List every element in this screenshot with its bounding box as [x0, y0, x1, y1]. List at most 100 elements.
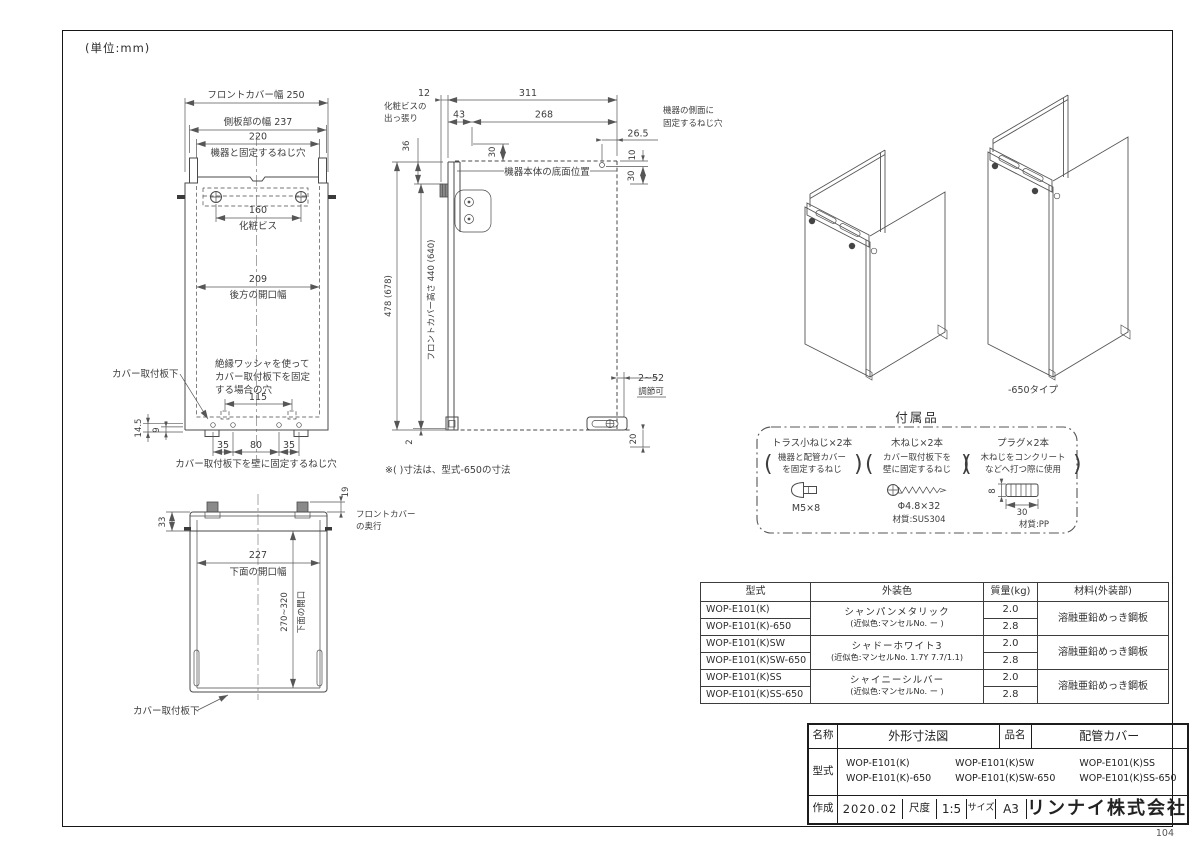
front-bottom-tabs — [204, 430, 309, 437]
label-adjustable: 調節可 — [638, 386, 664, 397]
spec-material: 溶融亜鉛めっき鋼板 — [1037, 669, 1169, 704]
dim-209: 209 — [249, 274, 267, 285]
dim-227: 227 — [249, 550, 267, 561]
scale-value: 1:5 — [937, 799, 967, 820]
paren-close: ) — [1073, 452, 1082, 477]
accessory-2-material: 材質:SUS304 — [892, 514, 945, 525]
spec-material: 溶融亜鉛めっき鋼板 — [1037, 635, 1169, 670]
side-screw-head — [439, 183, 449, 198]
model-value: WOP-E101(K)SS — [1079, 758, 1156, 770]
product-label: 品名 — [998, 723, 1032, 749]
label-decorative-screw: 化粧ビス — [239, 220, 277, 232]
wood-screw-icon — [887, 484, 947, 496]
spec-color-munsell: (近似色:マンセルNo. ー ) — [850, 618, 944, 629]
iso-screw — [991, 162, 999, 170]
spec-header-mass: 質量(kg) — [983, 582, 1038, 602]
side-left-foot — [445, 416, 459, 431]
iso-screw — [848, 242, 856, 250]
model-values: WOP-E101(K) WOP-E101(K)-650 WOP-E101(K)S… — [837, 747, 1189, 796]
label-bottom-opening: 下面の開口 — [297, 591, 307, 634]
spec-header-row: 型式 外装色 質量(kg) 材料(外装部) — [700, 582, 1169, 602]
page-number: 104 — [1155, 828, 1174, 839]
accessory-1-name: トラス小ねじ×2本 — [772, 437, 853, 449]
dim-front-cover-height: フロントカバー高さ 440 (640) — [426, 240, 437, 361]
paren-close: ) — [961, 452, 970, 477]
created-label: 作成 — [807, 794, 838, 825]
label-front-cover-depth-1: フロントカバー — [356, 510, 416, 520]
bottom-screw-tab-left — [206, 501, 219, 513]
label-appliance-bottom: 機器本体の底面位置 — [504, 166, 590, 178]
label-screw-protrusion-2: 出っ張り — [384, 113, 418, 124]
plug-icon — [1005, 483, 1039, 497]
accessories-title: 付属品 — [895, 410, 939, 425]
company-name: リンナイ株式会社 — [1027, 798, 1187, 820]
spec-color-name: シャドーホワイト3 — [851, 641, 943, 653]
accessory-2-spec: Φ4.8×32 — [898, 501, 941, 512]
model-value: WOP-E101(K)SW — [955, 758, 1035, 770]
label-650-type: -650タイプ — [1008, 385, 1059, 396]
accessory-3-desc2: などへ打つ際に使用 — [985, 464, 1061, 475]
spec-model: WOP-E101(K)SS — [700, 669, 811, 687]
side-bracket-plate — [454, 189, 492, 233]
label-wall-fixing-screw-holes: カバー取付板下を壁に固定するねじ穴 — [175, 458, 337, 470]
accessory-2-name: 木ねじ×2本 — [891, 437, 944, 449]
spec-material: 溶融亜鉛めっき鋼板 — [1037, 601, 1169, 636]
spec-mass: 2.8 — [983, 652, 1038, 670]
paren-open: ( — [865, 452, 874, 477]
spec-model: WOP-E101(K)-650 — [700, 618, 811, 636]
note-insulation-1: 絶縁ワッシャを使って — [215, 358, 310, 370]
accessory-2-desc1: カバー取付板下を — [883, 452, 951, 463]
product-value: 配管カバー — [1030, 723, 1189, 749]
dim-36: 36 — [402, 141, 412, 152]
dim-30-top: 30 — [488, 147, 498, 158]
accessory-3-dim-height: 8 — [988, 488, 998, 493]
dim-30-right: 30 — [627, 171, 637, 182]
size-value: A3 — [996, 799, 1027, 820]
bottom-screw-tab-right — [296, 501, 309, 513]
dim-35-right: 35 — [283, 440, 295, 451]
iso-screw — [1031, 187, 1039, 195]
title-block: 名称 外形寸法図 品名 配管カバー 型式 WOP-E101(K) WOP-E10… — [807, 723, 1189, 825]
title-row-name: 名称 外形寸法図 品名 配管カバー — [807, 723, 1189, 749]
spec-mass: 2.8 — [983, 618, 1038, 636]
dim-14-5: 14.5 — [134, 419, 144, 438]
table-row: WOP-E101(K)SW-650 2.8 — [700, 652, 1169, 670]
dim-front-cover-width: フロントカバー幅 250 — [207, 89, 304, 101]
size-label: サイズ — [967, 799, 996, 820]
paren-open: ( — [963, 452, 972, 477]
label-rear-opening-width: 後方の開口幅 — [229, 289, 287, 301]
dim-268: 268 — [535, 110, 553, 121]
front-right-tab — [318, 157, 327, 184]
iso-screw — [808, 217, 816, 225]
label-fixing-screw-holes: 機器と固定するねじ穴 — [210, 147, 306, 159]
dim-20: 20 — [629, 434, 639, 445]
accessory-1-spec: M5×8 — [792, 503, 820, 514]
iso-view-650 — [987, 94, 1131, 381]
table-row: WOP-E101(K)SS-650 2.8 — [700, 686, 1169, 704]
paren-open: ( — [764, 452, 773, 477]
accessory-1-desc1: 機器と配管カバー — [778, 452, 846, 463]
spec-model: WOP-E101(K)SS-650 — [700, 686, 811, 704]
spec-table: 型式 外装色 質量(kg) 材料(外装部) WOP-E101(K) シャンパンメ… — [700, 582, 1169, 704]
dim-adjust: 2~52 — [638, 373, 664, 384]
bottom-view: 19 フロントカバー の奥行 33 227 下面の開口幅 270~320 下面の… — [133, 487, 416, 717]
model-col2: WOP-E101(K)SW WOP-E101(K)SW-650 — [955, 757, 1055, 786]
dim-12: 12 — [418, 88, 430, 99]
units-label: (単位:mm) — [85, 41, 151, 55]
dim-311: 311 — [519, 88, 537, 99]
side-fixing-hole — [599, 162, 605, 168]
spec-color-munsell: (近似色:マンセルNo. ー ) — [850, 686, 944, 697]
spec-mass: 2.0 — [983, 635, 1038, 653]
appliance-outline-dashed — [455, 160, 618, 430]
paren-close: ) — [854, 452, 863, 477]
spec-mass: 2.0 — [983, 601, 1038, 619]
spec-color-name: シャンパンメタリック — [844, 607, 950, 619]
dim-33: 33 — [158, 517, 168, 528]
created-value: 2020.02 — [838, 799, 903, 820]
table-row: WOP-E101(K) シャンパンメタリック (近似色:マンセルNo. ー ) … — [700, 601, 1169, 636]
front-top-bracket — [202, 187, 309, 207]
accessories-border — [756, 426, 1078, 534]
spec-header-color: 外装色 — [810, 582, 984, 602]
